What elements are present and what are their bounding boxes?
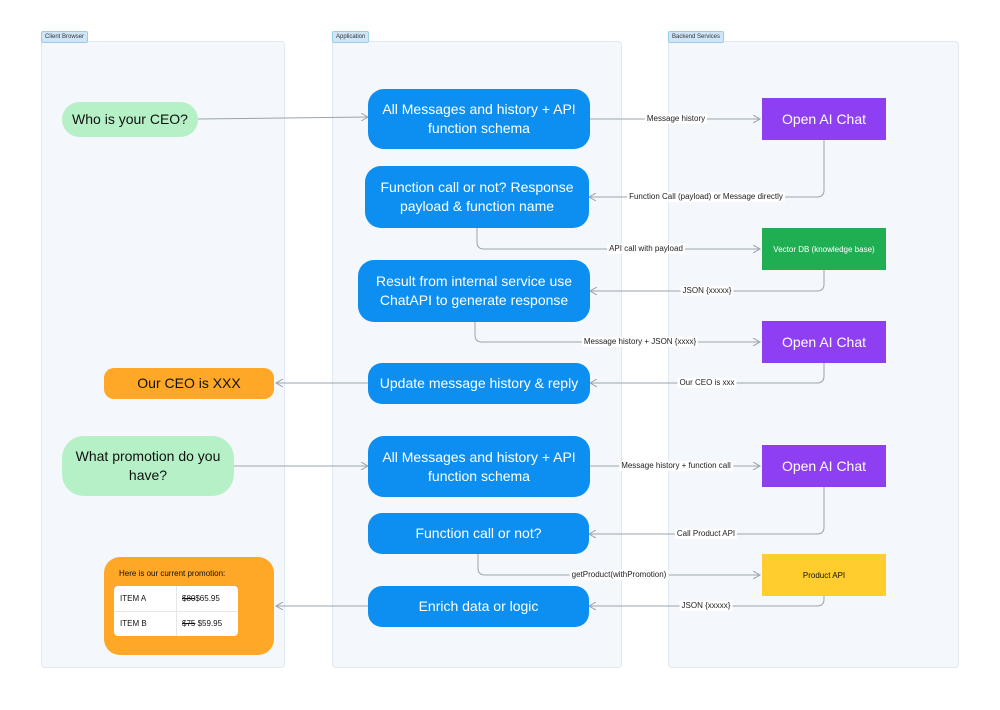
item-old-price: $75 <box>182 619 196 628</box>
edge-label-json-1: JSON {xxxxx} <box>680 286 734 296</box>
lane-application-label: Application <box>332 31 370 43</box>
edge-openai1-to-n2 <box>589 140 825 197</box>
app-node-result-internal-service: Result from internal service use ChatAPI… <box>358 260 590 322</box>
edge-label-json-2: JSON {xxxxx} <box>679 601 733 611</box>
edge-n2-to-vectordb <box>476 228 760 249</box>
edge-openai2-to-n4 <box>590 363 825 383</box>
promotion-table: ITEM A $80$65.95 ITEM B $75 $59.95 <box>114 586 238 636</box>
app-node-function-call-or-not-response: Function call or not? Response payload &… <box>365 166 589 228</box>
item-new-price: $65.95 <box>195 594 220 603</box>
vector-db-node: Vector DB (knowledge base) <box>762 228 886 270</box>
app-node-messages-and-schema-1: All Messages and history + API function … <box>368 89 590 149</box>
edge-vectordb-to-n3 <box>590 270 825 291</box>
item-price: $75 $59.95 <box>182 611 222 636</box>
edge-openai3-to-n6 <box>589 487 825 534</box>
promotion-title: Here is our current promotion: <box>119 569 226 578</box>
table-row: ITEM A $80$65.95 <box>114 586 238 611</box>
promotion-reply-node: Here is our current promotion: ITEM A $8… <box>104 557 274 655</box>
edge-label-our-ceo-is: Our CEO is xxx <box>677 378 737 388</box>
openai-chat-node-3: Open AI Chat <box>762 445 886 487</box>
edge-n3-to-openai2 <box>474 322 760 342</box>
openai-chat-node-1: Open AI Chat <box>762 98 886 140</box>
edge-n6-to-productapi <box>477 554 760 575</box>
product-api-node: Product API <box>762 554 886 596</box>
table-row: ITEM B $75 $59.95 <box>114 611 238 636</box>
lane-client-browser-label: Client Browser <box>41 31 89 43</box>
item-price: $80$65.95 <box>182 586 220 611</box>
edge-q1-to-n1 <box>197 117 368 119</box>
edge-label-message-history-function-call: Message history + function call <box>619 461 733 471</box>
app-node-update-history-reply: Update message history & reply <box>368 363 590 404</box>
question-ceo-node: Who is your CEO? <box>62 102 198 137</box>
item-new-price: $59.95 <box>197 619 223 628</box>
item-name: ITEM B <box>120 619 147 628</box>
edge-label-message-history-json: Message history + JSON {xxxx} <box>581 337 699 347</box>
edge-label-call-product-api: Call Product API <box>674 529 738 539</box>
openai-chat-node-2: Open AI Chat <box>762 321 886 363</box>
edge-label-api-call-with-payload: API call with payload <box>607 244 685 254</box>
edge-label-get-product: getProduct(withPromotion) <box>569 570 669 580</box>
edge-label-message-history: Message history <box>644 114 708 124</box>
edge-label-function-call-payload: Function Call (payload) or Message direc… <box>627 192 785 202</box>
app-node-messages-and-schema-2: All Messages and history + API function … <box>368 436 590 497</box>
item-old-price: $80 <box>182 594 196 603</box>
app-node-function-call-or-not: Function call or not? <box>368 513 589 554</box>
question-promotion-node: What promotion do you have? <box>62 436 234 496</box>
lane-backend-services-label: Backend Services <box>668 31 725 43</box>
item-name: ITEM A <box>120 594 147 603</box>
promotion-table-row-divider <box>114 611 238 612</box>
app-node-enrich-data: Enrich data or logic <box>368 586 589 627</box>
answer-ceo-node: Our CEO is XXX <box>104 368 274 399</box>
edge-productapi-to-n7 <box>589 596 825 606</box>
